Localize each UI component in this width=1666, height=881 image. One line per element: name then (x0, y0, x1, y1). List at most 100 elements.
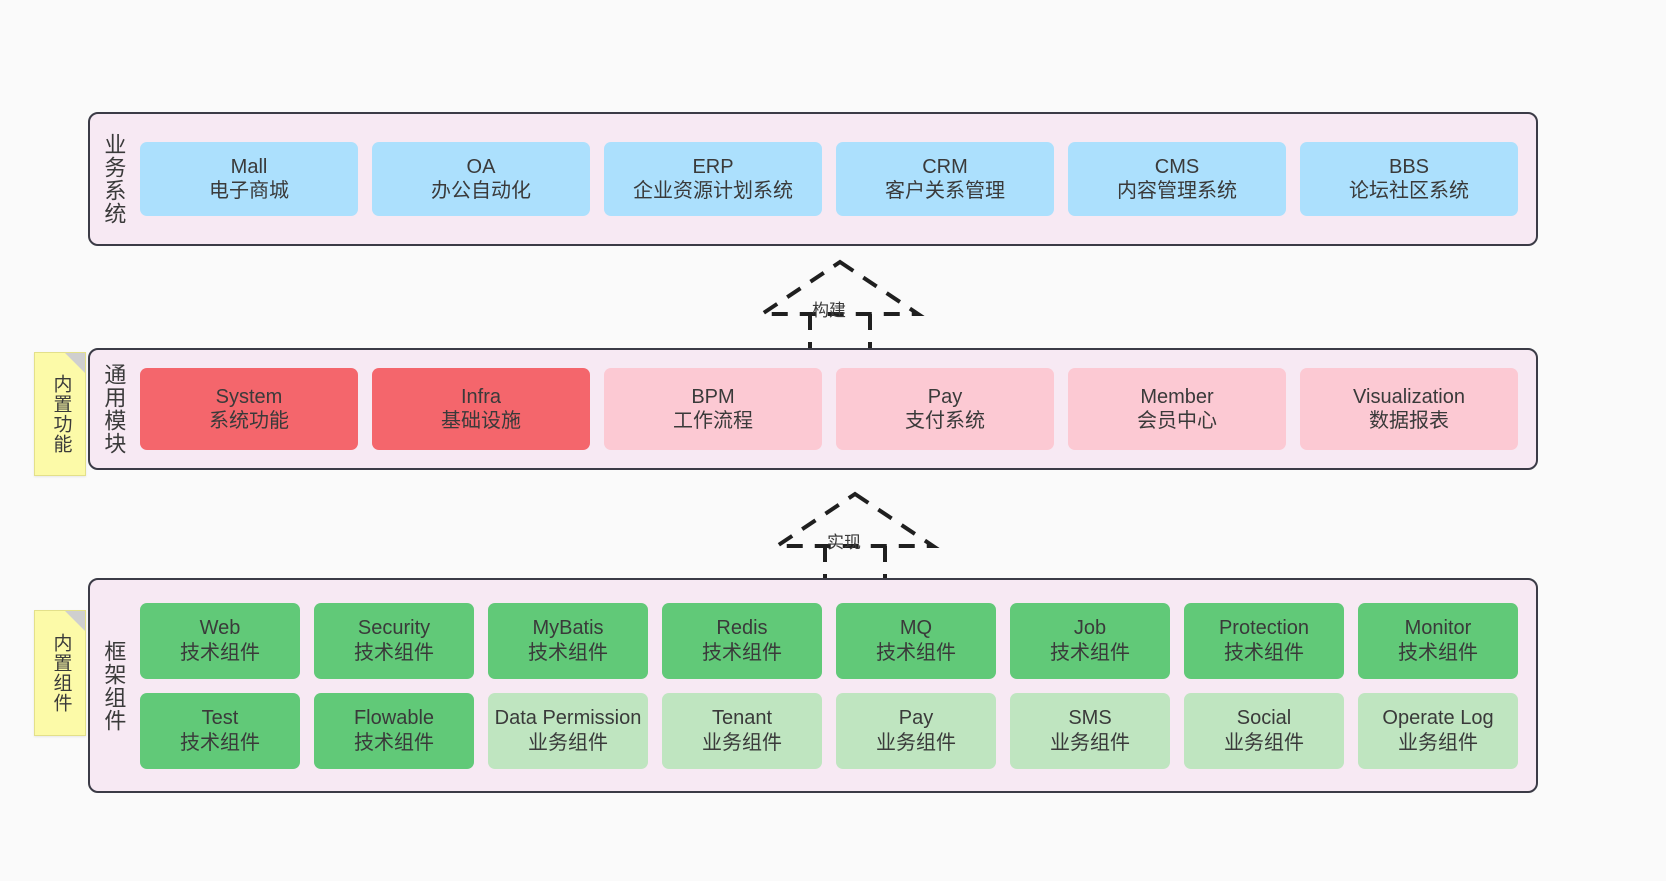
card-title: Social (1236, 707, 1292, 730)
layer-body-framework-component: Web 技术组件 Security 技术组件 MyBatis 技术组件 Redi… (136, 580, 1536, 791)
card-subtitle: 业务组件 (1224, 731, 1304, 754)
card-title: OA (466, 155, 496, 178)
card-monitor[interactable]: Monitor 技术组件 (1358, 602, 1518, 679)
card-row: System 系统功能 Infra 基础设施 BPM 工作流程 Pay 支付系统… (140, 368, 1518, 450)
card-subtitle: 基础设施 (441, 410, 521, 432)
card-title: Data Permission (494, 707, 642, 730)
card-title: Monitor (1404, 617, 1472, 640)
card-subtitle: 技术组件 (1398, 641, 1478, 664)
card-member[interactable]: Member 会员中心 (1068, 368, 1286, 450)
card-title: ERP (692, 155, 734, 178)
connector-implement: 实现 (765, 488, 945, 584)
card-title: Job (1073, 617, 1107, 640)
card-flowable[interactable]: Flowable 技术组件 (314, 692, 474, 769)
card-sms[interactable]: SMS 业务组件 (1010, 692, 1170, 769)
card-subtitle: 业务组件 (528, 731, 608, 754)
connector-label-build: 构建 (812, 301, 846, 320)
card-title: Flowable (353, 707, 435, 730)
card-infra[interactable]: Infra 基础设施 (372, 368, 590, 450)
card-subtitle: 技术组件 (876, 641, 956, 664)
card-title: System (215, 385, 283, 408)
layer-title-framework-component: 框架组件 (101, 639, 127, 732)
card-oa[interactable]: OA 办公自动化 (372, 142, 590, 216)
folded-corner-icon (65, 611, 85, 631)
card-title: Visualization (1353, 385, 1465, 408)
card-redis[interactable]: Redis 技术组件 (662, 602, 822, 679)
card-subtitle: 技术组件 (702, 641, 782, 664)
layer-framework-component: 框架组件 Web 技术组件 Security 技术组件 MyBatis 技术组件… (88, 578, 1538, 793)
card-subtitle: 技术组件 (354, 731, 434, 754)
card-mybatis[interactable]: MyBatis 技术组件 (488, 602, 648, 679)
card-subtitle: 电子商城 (209, 180, 289, 202)
card-subtitle: 技术组件 (528, 641, 608, 664)
card-subtitle: 企业资源计划系统 (633, 180, 793, 202)
card-subtitle: 业务组件 (876, 731, 956, 754)
card-subtitle: 业务组件 (1398, 731, 1478, 754)
layer-body-common-module: System 系统功能 Infra 基础设施 BPM 工作流程 Pay 支付系统… (136, 350, 1536, 468)
card-title: Test (201, 707, 239, 730)
card-title: SMS (1068, 707, 1112, 730)
card-social[interactable]: Social 业务组件 (1184, 692, 1344, 769)
layer-title-business-system: 业务系统 (101, 133, 127, 225)
card-security[interactable]: Security 技术组件 (314, 602, 474, 679)
card-pay-business[interactable]: Pay 业务组件 (836, 692, 996, 769)
card-title: Pay (927, 385, 963, 408)
card-subtitle: 业务组件 (702, 731, 782, 754)
card-title: CRM (922, 155, 968, 178)
card-title: BBS (1388, 155, 1430, 178)
card-title: Mall (230, 155, 268, 178)
card-subtitle: 技术组件 (1050, 641, 1130, 664)
card-operate-log[interactable]: Operate Log 业务组件 (1358, 692, 1518, 769)
card-job[interactable]: Job 技术组件 (1010, 602, 1170, 679)
folded-corner-icon (65, 353, 85, 373)
card-subtitle: 会员中心 (1137, 410, 1217, 432)
card-bbs[interactable]: BBS 论坛社区系统 (1300, 142, 1518, 216)
card-title: CMS (1154, 155, 1200, 178)
card-subtitle: 系统功能 (209, 410, 289, 432)
card-title: Protection (1218, 617, 1310, 640)
card-bpm[interactable]: BPM 工作流程 (604, 368, 822, 450)
card-subtitle: 技术组件 (1224, 641, 1304, 664)
card-erp[interactable]: ERP 企业资源计划系统 (604, 142, 822, 216)
sticky-note-builtin-features: 内置功能 (34, 352, 86, 476)
card-crm[interactable]: CRM 客户关系管理 (836, 142, 1054, 216)
card-title: Infra (460, 385, 502, 408)
card-pay[interactable]: Pay 支付系统 (836, 368, 1054, 450)
card-subtitle: 技术组件 (180, 641, 260, 664)
card-title: MyBatis (532, 617, 604, 640)
card-test[interactable]: Test 技术组件 (140, 692, 300, 769)
card-mall[interactable]: Mall 电子商城 (140, 142, 358, 216)
card-title: Web (199, 617, 241, 640)
card-title: Pay (898, 707, 934, 730)
card-subtitle: 论坛社区系统 (1349, 180, 1469, 202)
card-system[interactable]: System 系统功能 (140, 368, 358, 450)
card-title: Tenant (711, 707, 773, 730)
card-row: Web 技术组件 Security 技术组件 MyBatis 技术组件 Redi… (140, 602, 1518, 679)
card-title: Operate Log (1382, 707, 1494, 730)
card-title: Member (1140, 385, 1214, 408)
layer-business-system: 业务系统 Mall 电子商城 OA 办公自动化 ERP 企业资源计划系统 CRM… (88, 112, 1538, 246)
card-protection[interactable]: Protection 技术组件 (1184, 602, 1344, 679)
sticky-note-label: 内置组件 (50, 633, 72, 713)
card-subtitle: 客户关系管理 (885, 180, 1005, 202)
card-mq[interactable]: MQ 技术组件 (836, 602, 996, 679)
card-title: Redis (716, 617, 768, 640)
card-row: Test 技术组件 Flowable 技术组件 Data Permission … (140, 692, 1518, 769)
card-subtitle: 技术组件 (180, 731, 260, 754)
card-title: BPM (691, 385, 735, 408)
card-subtitle: 支付系统 (905, 410, 985, 432)
card-web[interactable]: Web 技术组件 (140, 602, 300, 679)
connector-build: 构建 (750, 256, 930, 352)
sticky-note-label: 内置功能 (50, 374, 72, 454)
card-cms[interactable]: CMS 内容管理系统 (1068, 142, 1286, 216)
card-subtitle: 业务组件 (1050, 731, 1130, 754)
card-title: Security (357, 617, 431, 640)
card-data-permission[interactable]: Data Permission 业务组件 (488, 692, 648, 769)
connector-label-implement: 实现 (827, 533, 861, 552)
card-title: MQ (899, 617, 933, 640)
card-visualization[interactable]: Visualization 数据报表 (1300, 368, 1518, 450)
card-subtitle: 工作流程 (673, 410, 753, 432)
card-row: Mall 电子商城 OA 办公自动化 ERP 企业资源计划系统 CRM 客户关系… (140, 142, 1518, 216)
card-tenant[interactable]: Tenant 业务组件 (662, 692, 822, 769)
card-subtitle: 办公自动化 (431, 180, 531, 202)
